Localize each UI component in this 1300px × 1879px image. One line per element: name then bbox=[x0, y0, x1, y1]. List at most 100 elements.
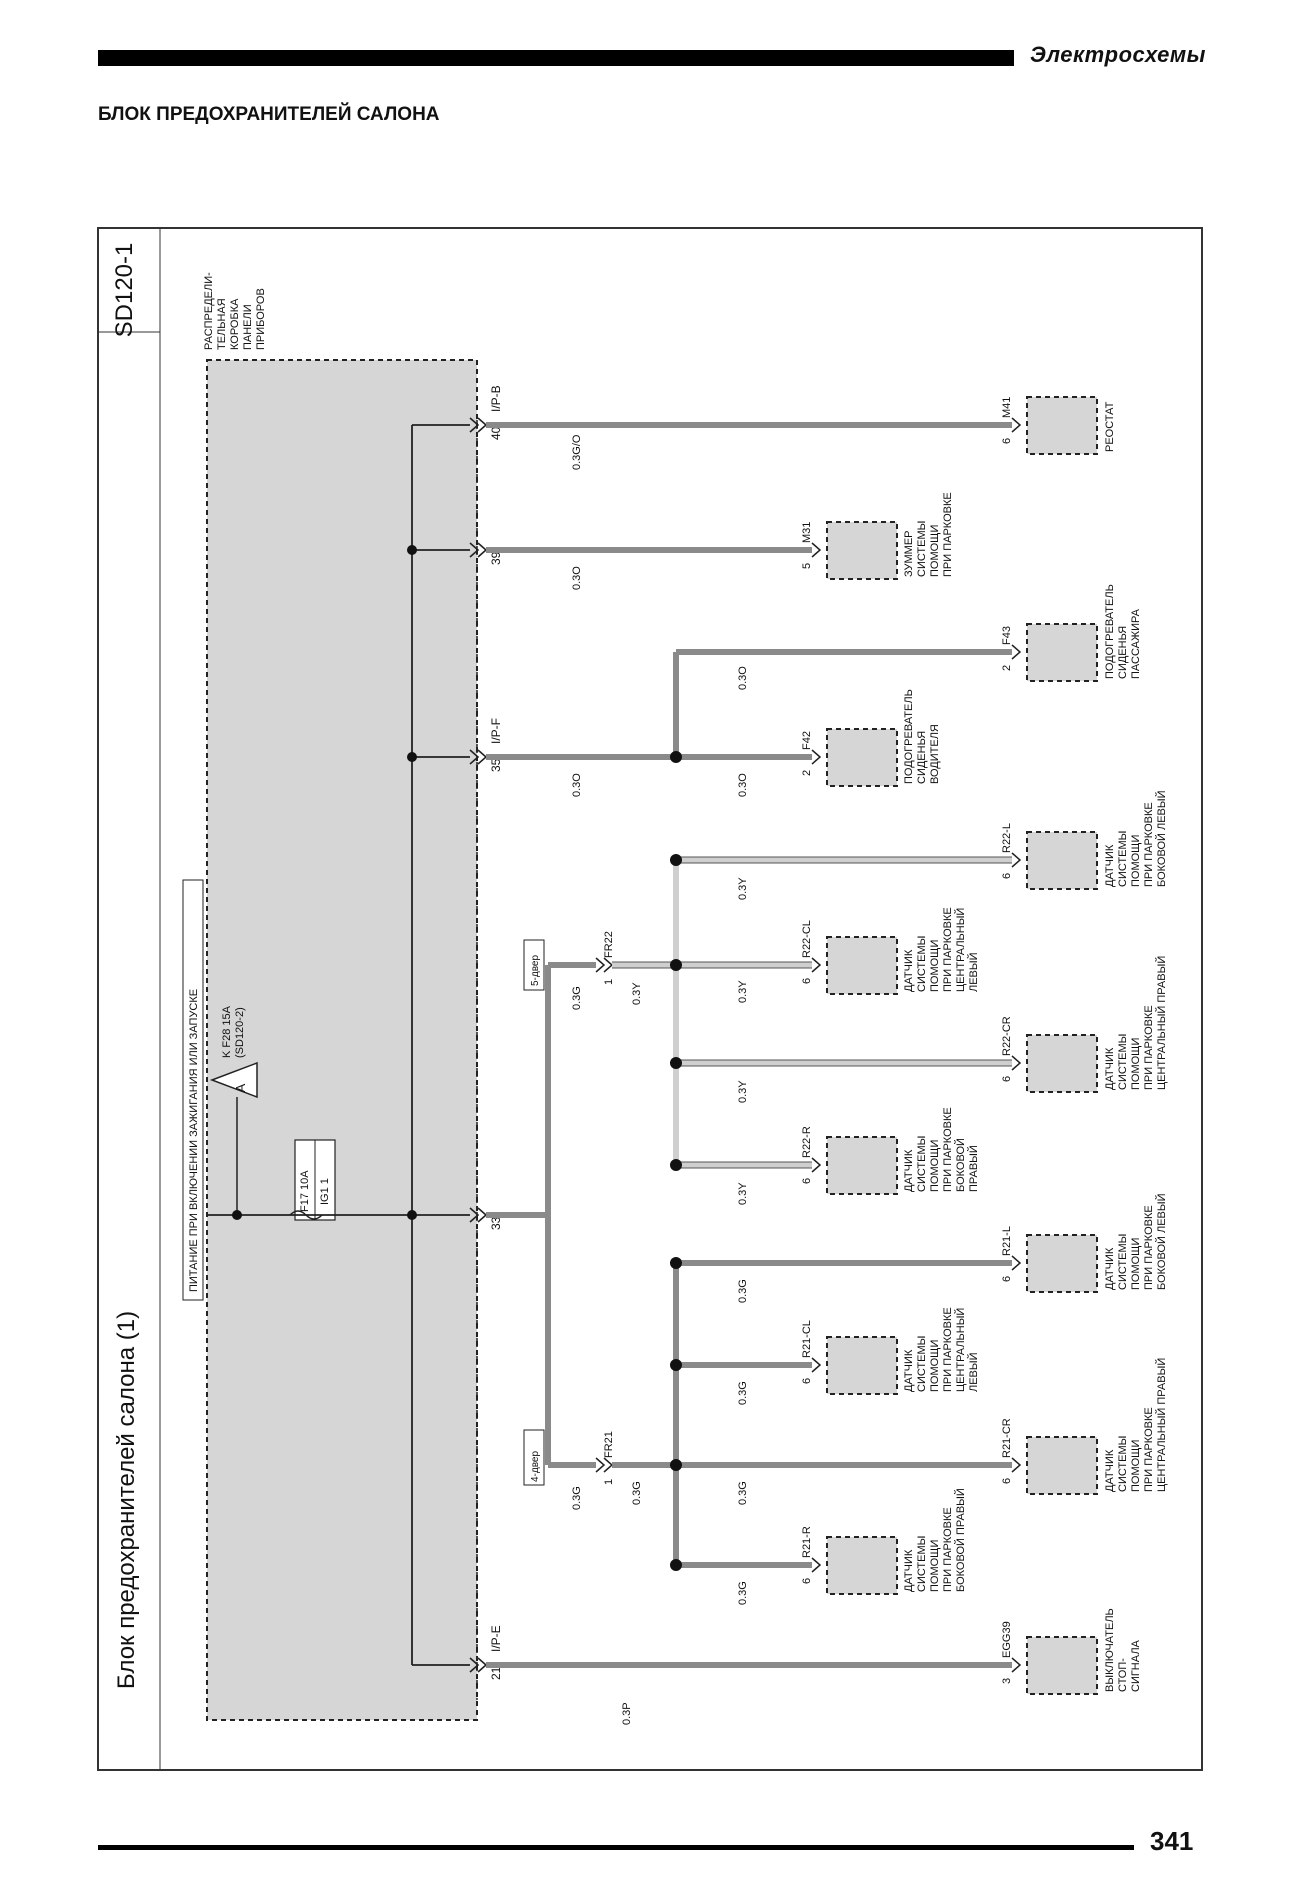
svg-text:6: 6 bbox=[801, 1178, 813, 1184]
svg-text:6: 6 bbox=[1001, 1478, 1013, 1484]
splice-dot bbox=[232, 1210, 242, 1220]
component-f43: 2 F43 ПОДОГРЕВАТЕЛЬ СИДЕНЬЯ ПАССАЖИРА bbox=[1001, 581, 1142, 682]
svg-text:0.3G: 0.3G bbox=[737, 1481, 749, 1505]
svg-text:ВЫКЛЮЧАТЕЛЬ СТОП-: ВЫКЛЮЧАТЕЛЬ СТОП- СИГНАЛА bbox=[1104, 1605, 1142, 1692]
svg-text:R21-L: R21-L bbox=[1001, 1226, 1013, 1256]
svg-text:0.3G: 0.3G bbox=[737, 1581, 749, 1605]
svg-text:0.3G: 0.3G bbox=[737, 1381, 749, 1405]
footer-bar bbox=[98, 1845, 1134, 1850]
svg-text:F43: F43 bbox=[1001, 626, 1013, 645]
wire-label: 0.3O bbox=[571, 773, 583, 797]
svg-text:0.3G: 0.3G bbox=[571, 986, 583, 1010]
svg-text:0.3G/O: 0.3G/O bbox=[571, 434, 583, 470]
power-note: ПИТАНИЕ ПРИ ВКЛЮЧЕНИИ ЗАЖИГАНИЯ ИЛИ ЗАПУ… bbox=[188, 989, 200, 1292]
diagram-frame bbox=[97, 227, 1203, 1771]
svg-text:6: 6 bbox=[801, 1578, 813, 1584]
svg-text:ДАТЧИК СИСТЕМЫ: ДАТЧИК СИСТЕМЫ ПОМОЩИ ПРИ ПАРКОВКЕ ЦЕНТР… bbox=[1104, 956, 1168, 1090]
svg-text:Блок предохранителей салона (1: Блок предохранителей салона (1) bbox=[113, 1311, 140, 1689]
fuse-name: F17 10A bbox=[299, 1170, 311, 1212]
variant-tag-fr21 bbox=[523, 1429, 545, 1486]
svg-text:ДАТЧИК СИСТЕМЫ: ДАТЧИК СИСТЕМЫ ПОМОЩИ ПРИ ПАРКОВКЕ ЦЕНТР… bbox=[1104, 1358, 1168, 1492]
component-egg39: 3 EGG39 ВЫКЛЮЧАТЕЛЬ СТОП- СИГНАЛА bbox=[1001, 1605, 1142, 1695]
svg-text:K F28 15A (SD120-2): K F28 15A (SD120-2) bbox=[221, 1004, 246, 1058]
svg-text:A: A bbox=[233, 1083, 248, 1092]
svg-text:1: 1 bbox=[603, 979, 615, 985]
junction-box bbox=[206, 359, 478, 1721]
svg-text:6: 6 bbox=[1001, 438, 1013, 444]
svg-text:6: 6 bbox=[1001, 873, 1013, 879]
wire-label: 0.3O bbox=[571, 566, 583, 590]
connector-pin: 1 bbox=[603, 1479, 615, 1485]
component-m31: 5 M31 ЗУММЕР СИСТЕМЫ ПОМОЩИ ПРИ ПАРКОВКЕ bbox=[801, 492, 954, 580]
connector-labels: 40 I/P-B 39 35 I/P-F 33 21 I/P-E bbox=[489, 385, 503, 1680]
svg-text:6: 6 bbox=[1001, 1276, 1013, 1282]
svg-text:0.3O: 0.3O bbox=[571, 566, 583, 590]
svg-text:0.3O: 0.3O bbox=[571, 773, 583, 797]
fuse-bus: IG1 1 bbox=[319, 1178, 331, 1205]
fr22-wire-labels: 0.3Y 0.3Y 0.3Y 0.3Y bbox=[737, 877, 749, 1205]
internal-splices bbox=[407, 545, 417, 1220]
diagram-code: SD120-1 bbox=[111, 243, 138, 338]
svg-text:ДАТЧИК СИСТЕМЫ: ДАТЧИК СИСТЕМЫ ПОМОЩИ ПРИ ПАРКОВКЕ ЦЕНТР… bbox=[903, 1304, 980, 1392]
component-r21-cl: 6 R21-CL ДАТЧИК СИСТЕМЫ ПОМОЩИ ПРИ ПАРКО… bbox=[801, 1304, 980, 1395]
variant-tag-fr22 bbox=[523, 939, 545, 991]
svg-text:0.3Y: 0.3Y bbox=[737, 1182, 749, 1205]
svg-text:0.3G: 0.3G bbox=[631, 1481, 643, 1505]
svg-text:R22-CR: R22-CR bbox=[1001, 1016, 1013, 1056]
svg-text:FR22: FR22 bbox=[603, 931, 615, 958]
svg-text:I/P-E: I/P-E bbox=[489, 1625, 503, 1652]
svg-text:РАСПРЕДЕЛИ- ТЕЛЬНАЯ: РАСПРЕДЕЛИ- ТЕЛЬНАЯ КОРОБКА ПАНЕЛИ ПРИБО… bbox=[203, 269, 267, 350]
svg-text:F42: F42 bbox=[801, 731, 813, 750]
svg-text:ЗУММЕР СИСТЕМЫ: ЗУММЕР СИСТЕМЫ ПОМОЩИ ПРИ ПАРКОВКЕ bbox=[903, 492, 954, 577]
variant-label: 5-двер bbox=[530, 955, 541, 986]
fr22-connector bbox=[595, 957, 614, 973]
svg-text:0.3Y: 0.3Y bbox=[737, 980, 749, 1003]
svg-text:3: 3 bbox=[1001, 1678, 1013, 1684]
svg-text:0.3G: 0.3G bbox=[571, 1486, 583, 1510]
component-m41: 6 M41 РЕОСТАТ bbox=[1001, 396, 1116, 455]
connector-name: FR21 bbox=[603, 1431, 615, 1458]
svg-text:0.3Y: 0.3Y bbox=[631, 982, 643, 1005]
header-bar bbox=[98, 50, 1014, 66]
svg-text:R21-R: R21-R bbox=[801, 1526, 813, 1558]
svg-text:2: 2 bbox=[801, 770, 813, 776]
svg-text:1: 1 bbox=[603, 1479, 615, 1485]
svg-text:2: 2 bbox=[1001, 665, 1013, 671]
section-title: Электросхемы bbox=[1030, 42, 1206, 67]
svg-text:4-двер: 4-двер bbox=[530, 1451, 541, 1482]
wire-label: 0.3G bbox=[631, 1481, 643, 1505]
svg-text:M31: M31 bbox=[801, 522, 813, 543]
svg-text:FR21: FR21 bbox=[603, 1431, 615, 1458]
svg-text:ПОДОГРЕВАТЕЛЬ СИДЕНЬЯ: ПОДОГРЕВАТЕЛЬ СИДЕНЬЯ ПАССАЖИРА bbox=[1104, 581, 1142, 679]
svg-text:ДАТЧИК СИСТЕМЫ: ДАТЧИК СИСТЕМЫ ПОМОЩИ ПРИ ПАРКОВКЕ БОКОВ… bbox=[903, 1104, 980, 1192]
ref-text: K F28 15A (SD120-2) bbox=[221, 1004, 246, 1058]
component-r22-r: 6 R22-R ДАТЧИК СИСТЕМЫ ПОМОЩИ ПРИ ПАРКОВ… bbox=[801, 1104, 980, 1195]
component-r22-cr: 6 R22-CR ДАТЧИК СИСТЕМЫ ПОМОЩИ ПРИ ПАРКО… bbox=[1001, 956, 1168, 1093]
svg-text:21: 21 bbox=[489, 1666, 503, 1680]
svg-text:SD120-1: SD120-1 bbox=[111, 243, 138, 338]
svg-text:ДАТЧИК СИСТЕМЫ: ДАТЧИК СИСТЕМЫ ПОМОЩИ ПРИ ПАРКОВКЕ БОКОВ… bbox=[903, 1488, 967, 1592]
internal-taps bbox=[412, 424, 470, 1666]
splice-dot bbox=[670, 751, 682, 763]
component-r22-l: 6 R22-L ДАТЧИК СИСТЕМЫ ПОМОЩИ ПРИ ПАРКОВ… bbox=[1001, 790, 1168, 890]
page-heading: БЛОК ПРЕДОХРАНИТЕЛЕЙ САЛОНА bbox=[98, 104, 440, 125]
fr22-wire-outline bbox=[612, 856, 1012, 1169]
component-f42: 2 F42 ПОДОГРЕВАТЕЛЬ СИДЕНЬЯ ВОДИТЕЛЯ bbox=[801, 689, 941, 787]
junction-box-label: РАСПРЕДЕЛИ- ТЕЛЬНАЯ КОРОБКА ПАНЕЛИ ПРИБО… bbox=[203, 269, 267, 350]
svg-text:ДАТЧИК СИСТЕМЫ: ДАТЧИК СИСТЕМЫ ПОМОЩИ ПРИ ПАРКОВКЕ БОКОВ… bbox=[1104, 1193, 1168, 1290]
svg-text:0.3O: 0.3O bbox=[737, 773, 749, 797]
svg-text:R21-CL: R21-CL bbox=[801, 1320, 813, 1358]
component-r21-cr: 6 R21-CR ДАТЧИК СИСТЕМЫ ПОМОЩИ ПРИ ПАРКО… bbox=[1001, 1358, 1168, 1495]
connector-name: FR22 bbox=[603, 931, 615, 958]
wire-label: 0.3Y bbox=[631, 982, 643, 1005]
fr22-wires bbox=[612, 857, 1012, 1168]
ref-marker-triangle bbox=[209, 1061, 258, 1099]
wire-label: 0.3P bbox=[621, 1702, 633, 1725]
wire-label: 0.3G/O bbox=[571, 434, 583, 470]
svg-text:0.3Y: 0.3Y bbox=[737, 877, 749, 900]
svg-text:ПИТАНИЕ ПРИ ВКЛЮЧЕНИИ ЗАЖИГАНИ: ПИТАНИЕ ПРИ ВКЛЮЧЕНИИ ЗАЖИГАНИЯ ИЛИ ЗАПУ… bbox=[188, 989, 200, 1292]
component-r21-r: 6 R21-R ДАТЧИК СИСТЕМЫ ПОМОЩИ ПРИ ПАРКОВ… bbox=[801, 1488, 967, 1595]
component-r21-l: 6 R21-L ДАТЧИК СИСТЕМЫ ПОМОЩИ ПРИ ПАРКОВ… bbox=[1001, 1193, 1168, 1293]
fr21-connector bbox=[595, 1457, 614, 1473]
